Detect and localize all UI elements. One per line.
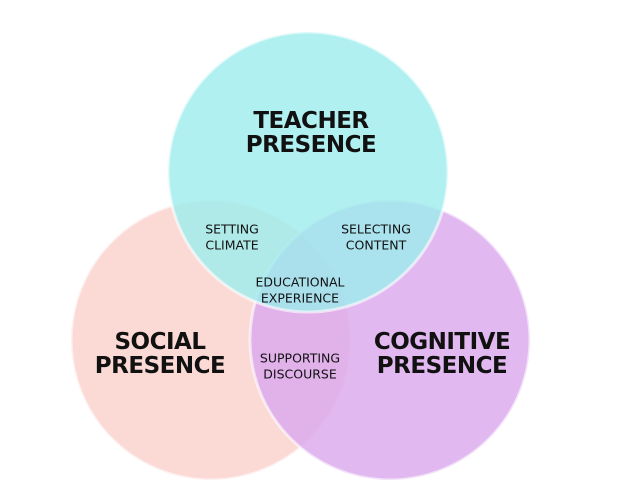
setting-climate-label: SETTING CLIMATE — [205, 221, 259, 252]
teacher-presence-circle — [166, 30, 450, 314]
social-presence-label: SOCIAL PRESENCE — [94, 328, 226, 379]
educational-experience-label: EDUCATIONAL EXPERIENCE — [255, 274, 345, 305]
teacher-presence-label: TEACHER PRESENCE — [245, 107, 377, 158]
cognitive-presence-label: COGNITIVE PRESENCE — [373, 328, 511, 379]
supporting-discourse-label: SUPPORTING DISCOURSE — [259, 350, 341, 381]
selecting-content-label: SELECTING CONTENT — [341, 221, 411, 252]
